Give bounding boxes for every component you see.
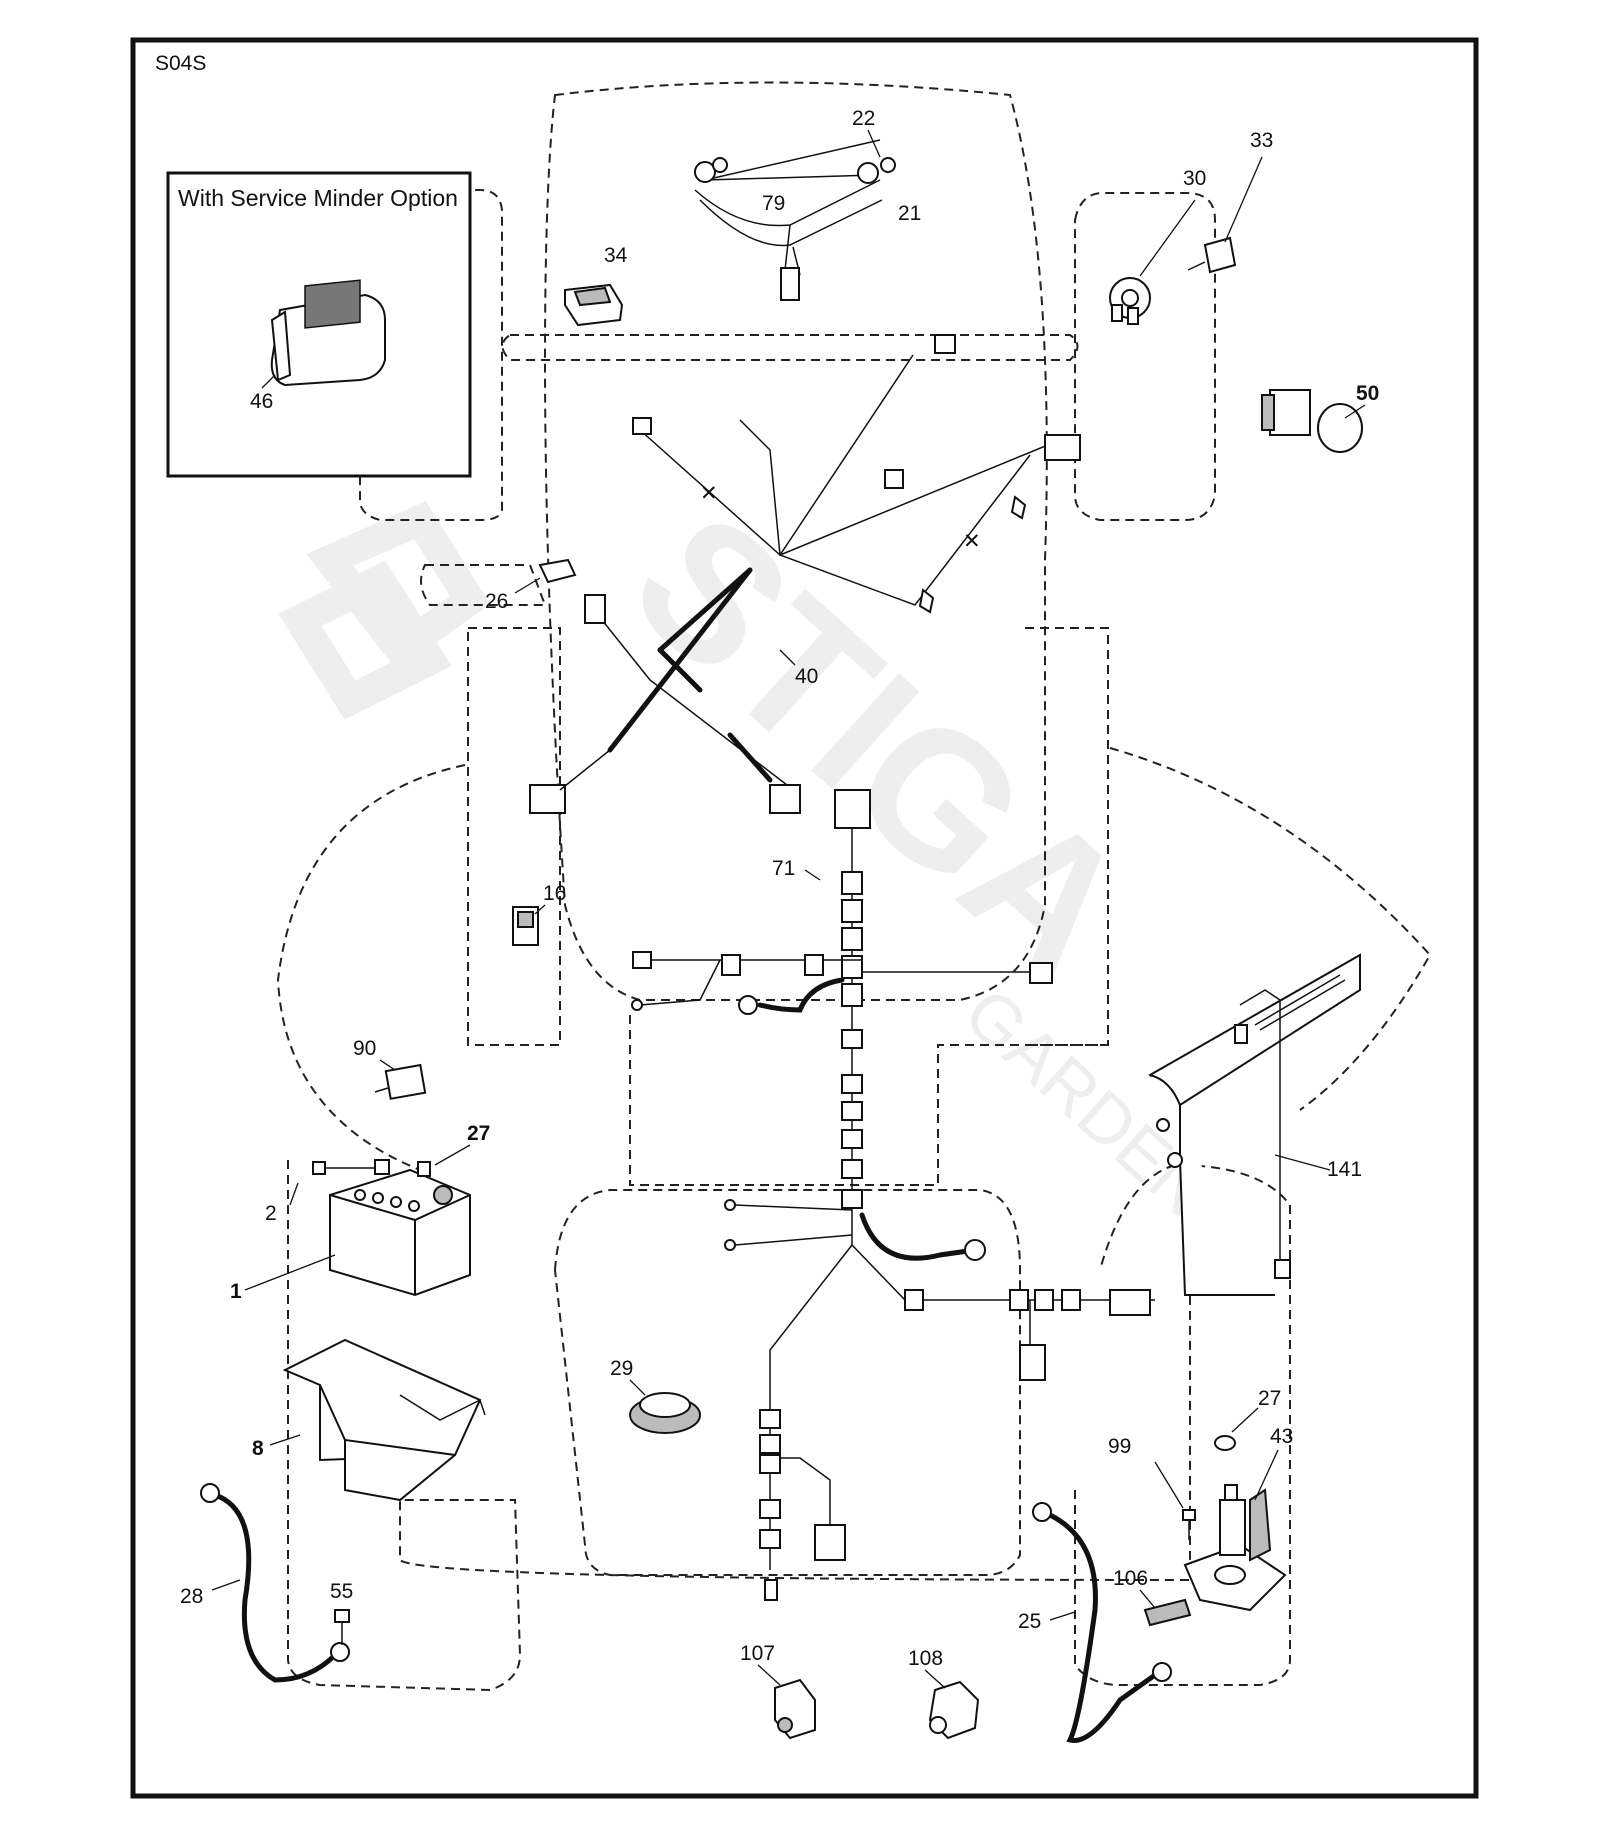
callout-1: 1 [230,1280,242,1303]
right-pod-outline [1074,192,1216,521]
inset-title: With Service Minder Option [178,185,458,211]
ignition-key-icon [1187,236,1237,274]
callout-55: 55 [330,1580,353,1603]
callout-79: 79 [762,192,785,215]
left-fender-arc [276,764,466,1171]
callout-16: 16 [543,882,566,905]
battery-tray-icon [282,1338,486,1502]
grommet-icon [629,1392,701,1434]
callout-50: 50 [1356,382,1379,405]
svg-text:✕: ✕ [963,530,981,553]
watermark-brand: STIGA [594,472,1167,1018]
seat-frame-right [1025,627,1109,1046]
callout-27b: 27 [1258,1387,1281,1410]
battery-nut-icon [374,1159,431,1177]
plunger-switch-icon [928,1680,980,1740]
callout-43: 43 [1270,1425,1293,1448]
positive-cable-icon [1032,1502,1172,1743]
callout-26: 26 [485,590,508,613]
bolt-icon [334,1609,350,1645]
fuse-outline [420,564,547,606]
callout-71: 71 [772,857,795,880]
seat-bracket-icon [1148,953,1361,1296]
callout-29: 29 [610,1357,633,1380]
battery-icon [329,1168,471,1297]
nut-icon [1214,1435,1236,1451]
callout-30: 30 [1183,167,1206,190]
pto-switch-icon [1261,389,1363,453]
rear-deck-outline [553,1189,1021,1576]
service-minder-inset: With Service Minder Option 46 [166,171,472,478]
diagram-code: S04S [155,52,206,75]
seat-frame-outline [467,627,561,1046]
relay-icon [512,906,539,946]
cable-clip-icon [1143,1598,1192,1627]
battery-well-outline [287,1160,1191,1692]
rocker-switch-icon [564,283,624,327]
svg-text:✕: ✕ [700,482,718,505]
connector-plug-icon [374,1063,427,1100]
callout-90: 90 [353,1037,376,1060]
battery-bolt-icon [312,1161,375,1175]
callout-33: 33 [1250,129,1273,152]
callout-46: 46 [250,390,273,413]
front-harness: ✕✕ [529,334,1081,814]
diagram-frame [130,37,1479,1799]
callout-21: 21 [898,202,921,225]
starter-solenoid-icon [1183,1484,1287,1612]
callout-107: 107 [740,1642,775,1665]
rear-harness [631,789,1155,1601]
callout-2: 2 [265,1202,277,1225]
interlock-switch-icon [774,1678,816,1740]
callout-40: 40 [795,665,818,688]
watermark-logo-icon [278,501,491,720]
callout-99: 99 [1108,1435,1131,1458]
screw-icon [1182,1509,1196,1540]
service-minder-module-icon [270,279,386,387]
fuse-holder-icon [538,558,577,584]
callout-108: 108 [908,1647,943,1670]
dash-panel-outline [501,334,1079,361]
callout-27a: 27 [467,1122,490,1145]
callout-34: 34 [604,244,628,267]
ignition-switch-icon [1109,277,1151,325]
center-tunnel [629,1015,1108,1186]
rear-right-outline [1074,1163,1291,1686]
ground-cable-icon [200,1483,350,1683]
right-fender-arc [1109,747,1432,1111]
callout-106: 106 [1113,1567,1148,1590]
callout-8: 8 [252,1437,264,1460]
callout-28: 28 [180,1585,203,1608]
headlight-harness [694,139,896,301]
watermark: STIGA GARDEN [278,472,1225,1232]
callout-141: 141 [1327,1158,1362,1181]
callout-22: 22 [852,107,875,130]
callout-25: 25 [1018,1610,1041,1633]
